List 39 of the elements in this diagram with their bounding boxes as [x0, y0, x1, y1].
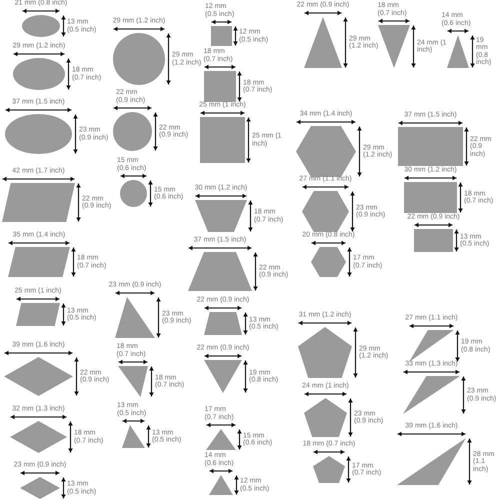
- circle-shape: [113, 105, 158, 151]
- triangle-shape: [122, 418, 151, 448]
- triangle-shape: [409, 323, 460, 362]
- rhombus-shape: [4, 350, 79, 396]
- square-shape: [200, 110, 251, 163]
- triangle-shape: [209, 468, 239, 495]
- parallelogram-shape: [2, 176, 81, 222]
- hexagon-shape: [296, 119, 362, 177]
- ellipse-shape: [22, 8, 66, 37]
- rhombus-shape: [10, 414, 73, 453]
- triangle-shape: [447, 28, 475, 68]
- circle-shape: [120, 173, 153, 207]
- circle-shape: [113, 26, 171, 85]
- rectangle-shape: [404, 175, 463, 213]
- triangle-shape: [397, 431, 472, 485]
- parallelogram-shape: [8, 240, 76, 277]
- triangle-shape: [206, 422, 242, 450]
- parallelogram-shape: [16, 296, 66, 326]
- triangle-shape: [204, 353, 248, 393]
- pentagon-shape: [304, 391, 353, 437]
- rectangle-shape: [414, 222, 459, 252]
- triangle-shape: [378, 18, 416, 68]
- trapezoid-shape: [195, 193, 253, 232]
- trapezoid-shape: [188, 245, 258, 291]
- rhombus-shape: [20, 470, 66, 499]
- triangle-shape: [115, 290, 161, 338]
- rectangle-shape: [398, 120, 469, 166]
- triangle-shape: [304, 10, 348, 68]
- square-shape: [204, 64, 242, 102]
- trapezoid-shape: [204, 305, 248, 335]
- hexagon-shape: [311, 240, 352, 277]
- triangle-shape: [118, 359, 154, 397]
- pentagon-shape: [313, 449, 351, 483]
- triangle-shape: [403, 369, 466, 414]
- square-shape: [211, 19, 238, 46]
- ellipse-shape: [5, 107, 78, 154]
- ellipse-shape: [13, 51, 71, 90]
- pentagon-shape: [298, 320, 358, 378]
- hexagon-shape: [302, 184, 355, 232]
